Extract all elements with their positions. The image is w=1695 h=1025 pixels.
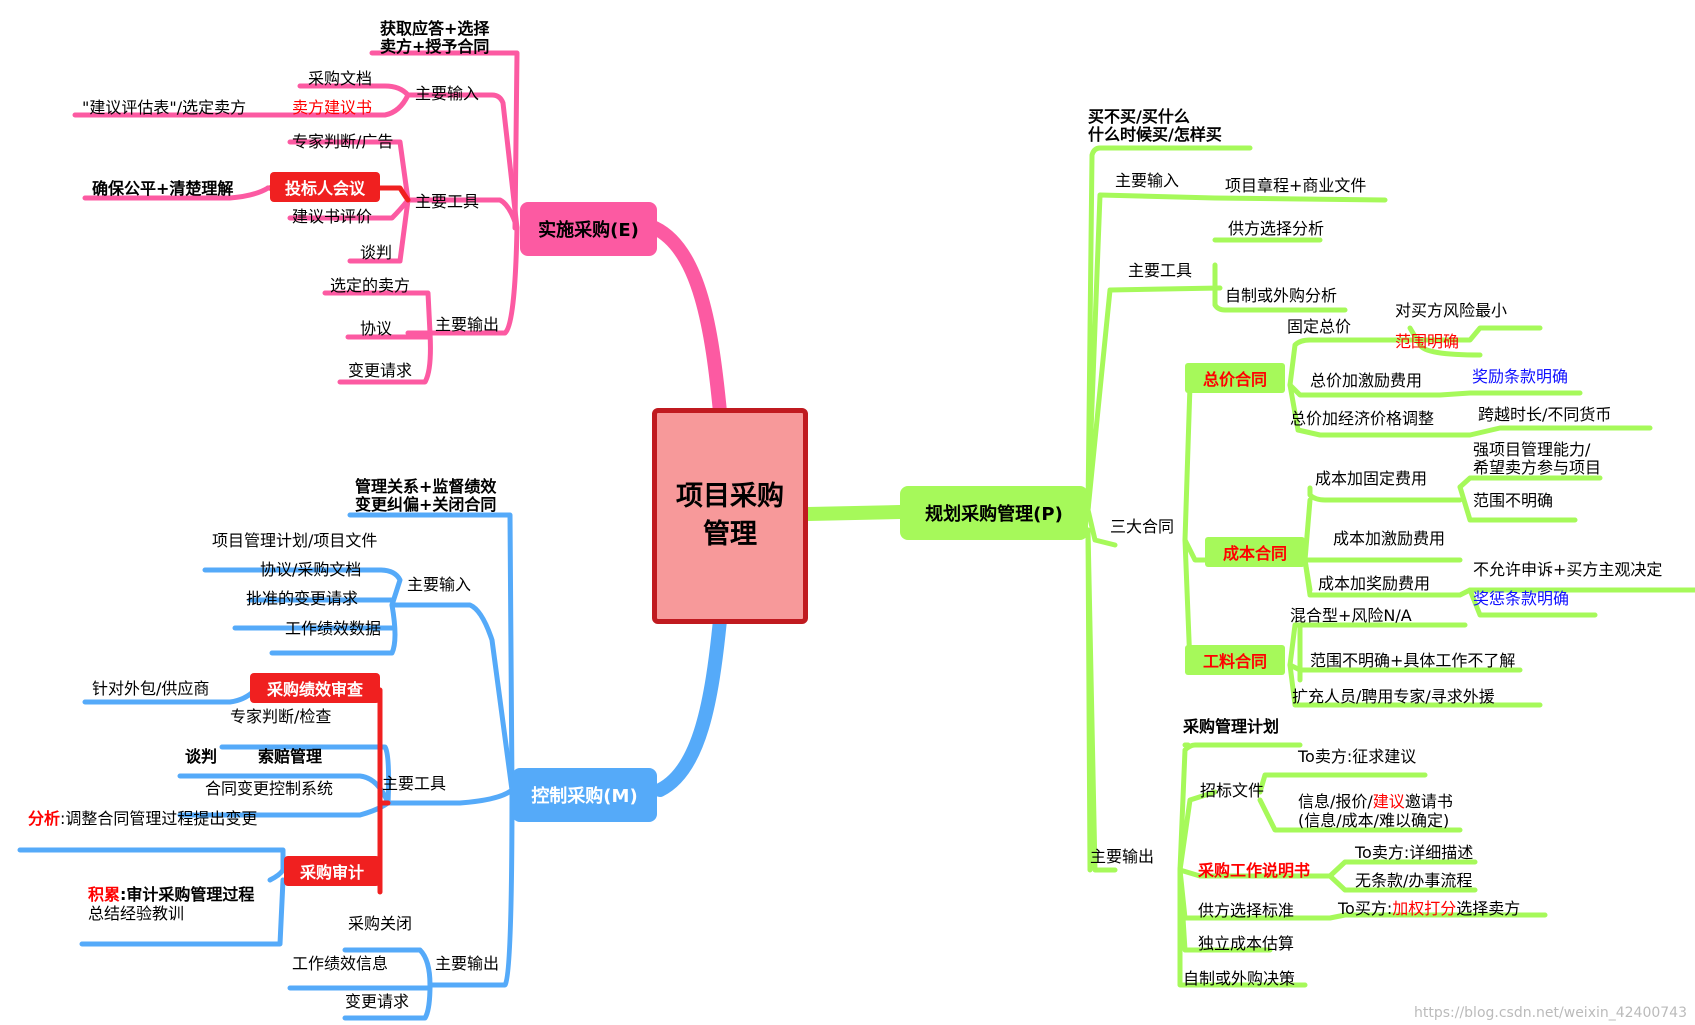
plan-ffp-note2: 范围明确 [1395, 332, 1460, 351]
plan-result: 买不买/买什么 什么时候买/怎样买 [1088, 107, 1222, 144]
control-input-label[interactable]: 主要输入 [407, 575, 472, 594]
plan-tm-note2: 范围不明确+具体工作不了解 [1310, 651, 1516, 670]
plan-cpff[interactable]: 成本加固定费用 [1315, 469, 1428, 488]
plan-bid-note-b-red: 建议 [1372, 792, 1405, 811]
branch-plan-procurement[interactable]: 规划采购管理(P) [900, 486, 1088, 540]
plan-tm-note3: 扩充人员/聘用专家/寻求外援 [1292, 687, 1495, 706]
plan-criteria-note-red: 加权打分 [1392, 899, 1457, 918]
plan-sow-note2: 无条款/办事流程 [1355, 871, 1473, 890]
control-analysis-note: 分析:调整合同管理过程提出变更 [28, 810, 257, 828]
exec-input-docs[interactable]: 采购文档 [308, 69, 373, 88]
plan-bid-note-b2: 邀请书 [1404, 792, 1453, 811]
plan-ffp[interactable]: 固定总价 [1287, 317, 1352, 336]
plan-output-label[interactable]: 主要输出 [1090, 847, 1155, 866]
control-tool-audit[interactable]: 采购审计 [284, 856, 380, 886]
plan-input[interactable]: 项目章程+商业文件 [1225, 176, 1367, 195]
exec-tool-negotiation[interactable]: 谈判 [360, 243, 393, 262]
plan-cost-contract[interactable]: 成本合同 [1205, 537, 1305, 567]
plan-sow-note1: To卖方:详细描述 [1355, 843, 1474, 862]
plan-fixed-contract[interactable]: 总价合同 [1185, 363, 1285, 393]
plan-output-criteria[interactable]: 供方选择标准 [1198, 901, 1295, 920]
branch-control-procurement[interactable]: 控制采购(M) [512, 768, 657, 822]
plan-fpif-note: 奖励条款明确 [1472, 367, 1569, 386]
plan-cpff-note2: 范围不明确 [1473, 491, 1554, 510]
plan-output-plan[interactable]: 采购管理计划 [1183, 717, 1280, 736]
control-accum-note: 积累:审计采购管理过程 [88, 886, 254, 904]
plan-output-estimate[interactable]: 独立成本估算 [1198, 934, 1295, 953]
plan-ffp-note1: 对买方风险最小 [1395, 301, 1508, 320]
exec-meeting-note: 确保公平+清楚理解 [92, 179, 234, 198]
exec-output-label[interactable]: 主要输出 [435, 315, 500, 334]
control-output-change[interactable]: 变更请求 [345, 992, 410, 1011]
control-output-label[interactable]: 主要输出 [435, 954, 500, 973]
control-accum-key: 积累 [88, 885, 121, 904]
control-claims-note: 谈判 [185, 747, 218, 766]
control-tool-claims[interactable]: 索赔管理 [258, 747, 323, 766]
plan-cpaf-note1: 不允许申诉+买方主观决定 [1473, 560, 1663, 579]
control-input-agreement[interactable]: 协议/采购文档 [260, 560, 362, 579]
control-input-approved-change[interactable]: 批准的变更请求 [246, 589, 359, 608]
exec-output-agreement[interactable]: 协议 [360, 319, 393, 338]
plan-cpff-note1: 强项目管理能力/ 希望卖方参与项目 [1473, 440, 1602, 477]
control-analysis-text: :调整合同管理过程提出变更 [60, 809, 258, 828]
control-accum-text2: 总结经验教训 [88, 904, 185, 923]
exec-tool-proposal-eval[interactable]: 建议书评价 [292, 207, 373, 226]
plan-output-sow[interactable]: 采购工作说明书 [1198, 861, 1311, 880]
exec-tool-expert[interactable]: 专家判断/广告 [292, 132, 394, 151]
plan-contracts-label[interactable]: 三大合同 [1110, 517, 1175, 536]
control-tool-change-control[interactable]: 合同变更控制系统 [205, 779, 334, 798]
plan-tool-label[interactable]: 主要工具 [1128, 261, 1193, 280]
central-topic[interactable]: 项目采购 管理 [652, 408, 808, 624]
exec-tool-label[interactable]: 主要工具 [415, 192, 480, 211]
plan-output-decision[interactable]: 自制或外购决策 [1183, 969, 1296, 988]
plan-criteria-note: To买方:加权打分选择卖方 [1338, 900, 1520, 918]
control-analysis-key: 分析 [28, 809, 61, 828]
exec-output-seller[interactable]: 选定的卖方 [330, 276, 411, 295]
watermark: https://blog.csdn.net/weixin_42400743 [1413, 1005, 1687, 1021]
plan-tm-note1: 混合型+风险N/A [1290, 606, 1412, 625]
plan-fpepa[interactable]: 总价加经济价格调整 [1290, 409, 1435, 428]
exec-input-proposals[interactable]: 卖方建议书 [292, 98, 373, 117]
plan-bid-note-b: 信息/报价/建议邀请书 [1298, 793, 1453, 811]
plan-cpaf[interactable]: 成本加奖励费用 [1318, 574, 1431, 593]
plan-bid-note-b3: (信息/成本/难以确定) [1298, 811, 1450, 830]
control-input-perf-data[interactable]: 工作绩效数据 [285, 619, 382, 638]
plan-input-label[interactable]: 主要输入 [1115, 171, 1180, 190]
control-tool-perf-review[interactable]: 采购绩效审查 [250, 673, 380, 703]
control-output-closed[interactable]: 采购关闭 [348, 914, 413, 933]
plan-tool-supplier[interactable]: 供方选择分析 [1228, 219, 1325, 238]
control-perf-note: 针对外包/供应商 [92, 679, 210, 698]
control-tool-expert[interactable]: 专家判断/检查 [230, 707, 332, 726]
exec-output-change[interactable]: 变更请求 [348, 361, 413, 380]
plan-criteria-note1: To买方: [1338, 899, 1393, 918]
exec-result: 获取应答+选择 卖方+授予合同 [380, 19, 490, 56]
plan-tool-make-buy[interactable]: 自制或外购分析 [1225, 286, 1338, 305]
control-output-perf-info[interactable]: 工作绩效信息 [292, 954, 389, 973]
plan-cpif[interactable]: 成本加激励费用 [1333, 529, 1446, 548]
control-accum-text: :审计采购管理过程 [120, 885, 255, 904]
control-input-plan[interactable]: 项目管理计划/项目文件 [212, 531, 378, 550]
plan-tm-contract[interactable]: 工料合同 [1185, 645, 1285, 675]
exec-input-label[interactable]: 主要输入 [415, 84, 480, 103]
plan-bid-note-a: To卖方:征求建议 [1298, 747, 1417, 766]
branch-execute-procurement[interactable]: 实施采购(E) [520, 202, 657, 256]
plan-output-bid-docs[interactable]: 招标文件 [1200, 781, 1265, 800]
control-tool-label[interactable]: 主要工具 [382, 774, 447, 793]
plan-fpif[interactable]: 总价加激励费用 [1310, 371, 1423, 390]
exec-proposal-note: "建议评估表"/选定卖方 [82, 98, 247, 117]
plan-criteria-note2: 选择卖方 [1456, 899, 1521, 918]
plan-bid-note-b1: 信息/报价/ [1298, 792, 1373, 811]
plan-fpepa-note: 跨越时长/不同货币 [1478, 405, 1612, 424]
control-result: 管理关系+监督绩效 变更纠偏+关闭合同 [355, 477, 497, 514]
plan-cpaf-note2: 奖惩条款明确 [1473, 589, 1570, 608]
exec-tool-bidder-conference[interactable]: 投标人会议 [270, 172, 380, 202]
